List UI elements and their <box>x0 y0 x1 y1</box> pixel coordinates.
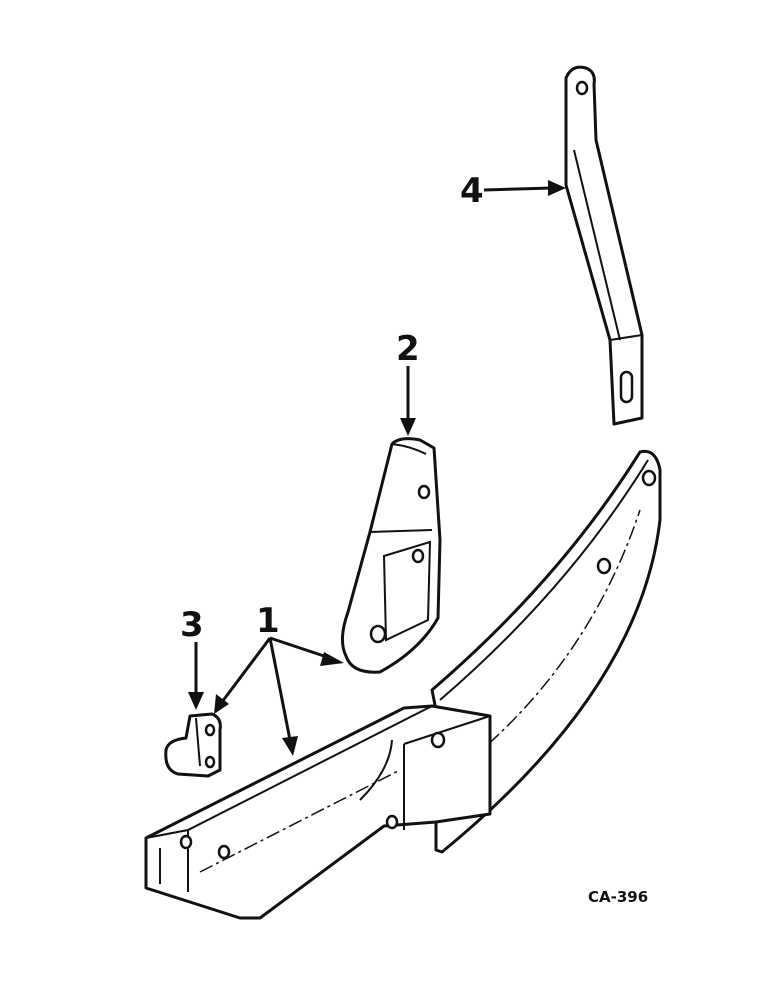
beam-hole-3 <box>385 814 399 830</box>
beam-hole-2 <box>217 844 231 860</box>
strap-slot <box>619 370 634 404</box>
part-1-channel-beam <box>144 704 492 920</box>
beam-hole-1 <box>179 834 193 850</box>
callout-1: 1 <box>256 601 280 641</box>
callout-4: 4 <box>460 171 484 211</box>
bracket-middle-hole <box>411 548 425 564</box>
clip-upper-hole <box>204 723 216 737</box>
strap-top-hole <box>575 80 589 96</box>
callout-2: 2 <box>396 329 420 369</box>
plate-upper-hole <box>641 469 657 487</box>
plate-middle-hole <box>596 557 612 575</box>
drawing-code: CA-396 <box>588 888 648 906</box>
beam-hole-4 <box>430 731 446 749</box>
clip-lower-hole <box>204 755 216 769</box>
part-4-strap-brace <box>564 65 644 426</box>
bracket-lower-hole <box>369 624 387 644</box>
bracket-upper-hole <box>417 484 431 500</box>
leader-lines <box>188 180 566 756</box>
callout-3: 3 <box>180 605 204 645</box>
part-3-clip <box>164 712 222 778</box>
part-2-mount-bracket <box>341 437 442 674</box>
